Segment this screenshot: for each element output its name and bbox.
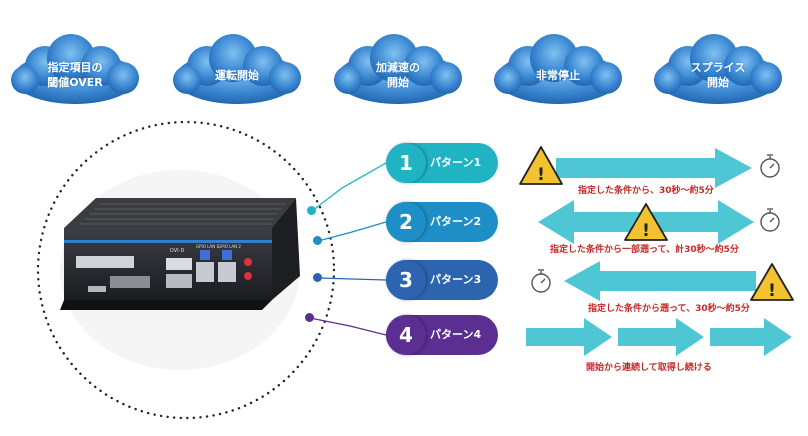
pattern-2-pill: 2 パターン2 [386, 202, 498, 242]
svg-text:!: ! [642, 221, 650, 241]
cloud-4-line-1: 非常停止 [536, 69, 580, 82]
pattern-4-pill: 4 パターン4 [386, 315, 498, 355]
arrow-right-1 [556, 148, 752, 188]
cloud-2 [173, 34, 301, 104]
cloud-shapes [11, 34, 782, 104]
cloud-5 [654, 34, 782, 104]
pattern-4-caption: 開始から連続して取得し続ける [586, 363, 712, 373]
cloud-4 [494, 34, 622, 104]
stopwatch-icon [531, 269, 551, 293]
pattern-4-label: パターン4 [430, 328, 482, 341]
arrow-seg-1 [526, 318, 612, 356]
stopwatch-icon [760, 208, 780, 232]
cloud-1-line-1: 指定項目の [47, 61, 103, 74]
connector-dot-4 [305, 313, 314, 322]
pattern-3-pill: 3 パターン3 [386, 260, 498, 300]
cloud-3-line-1: 加減速の [376, 61, 420, 74]
cloud-2-line-1: 運転開始 [215, 69, 259, 82]
pattern-2-label: パターン2 [430, 215, 482, 228]
arrow-seg-2 [618, 318, 704, 356]
pattern-1-label: パターン1 [430, 156, 482, 169]
pattern-3-caption: 指定した条件から遡って、30秒～約5分 [588, 304, 750, 314]
arrow-seg-3 [710, 318, 792, 356]
pattern-1-caption: 指定した条件から、30秒～約5分 [578, 186, 714, 196]
cloud-label-5: スプライス 開始 [658, 60, 778, 90]
cloud-label-4: 非常停止 [498, 68, 618, 83]
device-port-label-lan2: GPIO LAN 2 [218, 244, 241, 249]
industrial-pc-image [60, 198, 300, 310]
warning-icon: ! [624, 203, 668, 241]
cloud-label-1: 指定項目の 閾値OVER [15, 60, 135, 90]
cloud-1 [11, 34, 139, 104]
stopwatch-icon [760, 154, 780, 178]
warning-icon: ! [519, 146, 563, 185]
connector-lines [309, 162, 387, 336]
pattern-1-pill: 1 パターン1 [386, 143, 498, 183]
cloud-5-line-1: スプライス [690, 61, 746, 74]
pattern-4-number: 4 [386, 315, 426, 355]
dotted-circle [36, 120, 336, 420]
svg-text:!: ! [537, 165, 545, 185]
timeline-arrows [526, 148, 792, 356]
pattern-1-number: 1 [386, 143, 426, 183]
device-port-label-lan1: GPIO LAN 1 [196, 244, 219, 249]
cloud-5-line-2: 開始 [707, 76, 729, 89]
warning-icon: ! [750, 263, 794, 301]
cloud-label-2: 運転開始 [177, 68, 297, 83]
cloud-3 [334, 34, 462, 104]
cloud-3-line-2: 開始 [387, 76, 409, 89]
connector-dot-3 [313, 273, 322, 282]
svg-text:!: ! [768, 281, 776, 301]
connector-dot-2 [313, 236, 322, 245]
pattern-2-caption: 指定した条件から一部遡って、計30秒～約5分 [550, 245, 739, 255]
cloud-1-line-2: 閾値OVER [47, 76, 103, 89]
device-port-label-dvi: DVI-D [170, 248, 185, 254]
arrow-left-3 [564, 261, 756, 301]
pattern-3-label: パターン3 [430, 273, 482, 286]
connector-dot-1 [307, 206, 316, 215]
pattern-2-number: 2 [386, 202, 426, 242]
cloud-label-3: 加減速の 開始 [338, 60, 458, 90]
pattern-3-number: 3 [386, 260, 426, 300]
